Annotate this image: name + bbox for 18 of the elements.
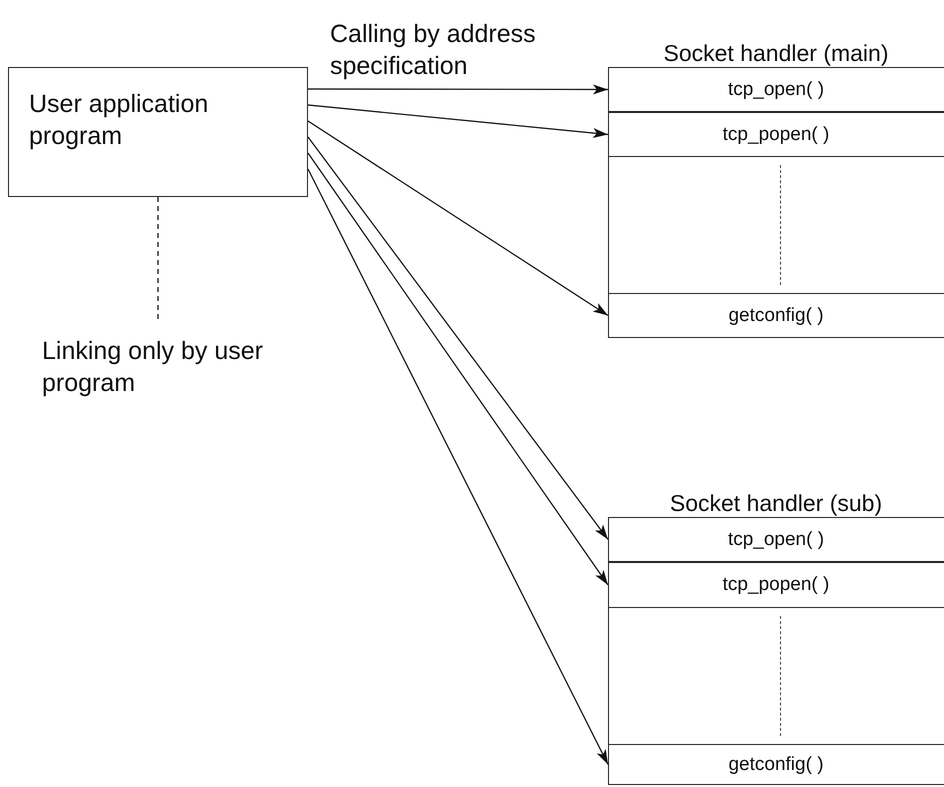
function-name: tcp_popen( ) xyxy=(722,124,830,146)
process-box xyxy=(8,67,308,197)
group-title: Socket handler (sub) xyxy=(668,490,884,516)
arrow xyxy=(308,120,608,316)
function-name: tcp_open( ) xyxy=(728,78,824,100)
function-name: getconfig( ) xyxy=(728,304,824,326)
function-name: tcp_open( ) xyxy=(728,528,824,550)
table-row xyxy=(608,562,944,608)
box-label: User application program xyxy=(28,89,210,152)
arrow xyxy=(308,84,608,94)
function-name: tcp_popen( ) xyxy=(722,574,830,596)
note-text: Linking only by user program xyxy=(42,336,264,399)
function-name: getconfig( ) xyxy=(728,754,824,776)
annotation-text: Calling by address specification xyxy=(330,19,537,82)
arrow xyxy=(307,168,609,765)
group-title: Socket handler (main) xyxy=(662,40,890,66)
table-row xyxy=(608,112,944,157)
arrow xyxy=(308,104,608,138)
